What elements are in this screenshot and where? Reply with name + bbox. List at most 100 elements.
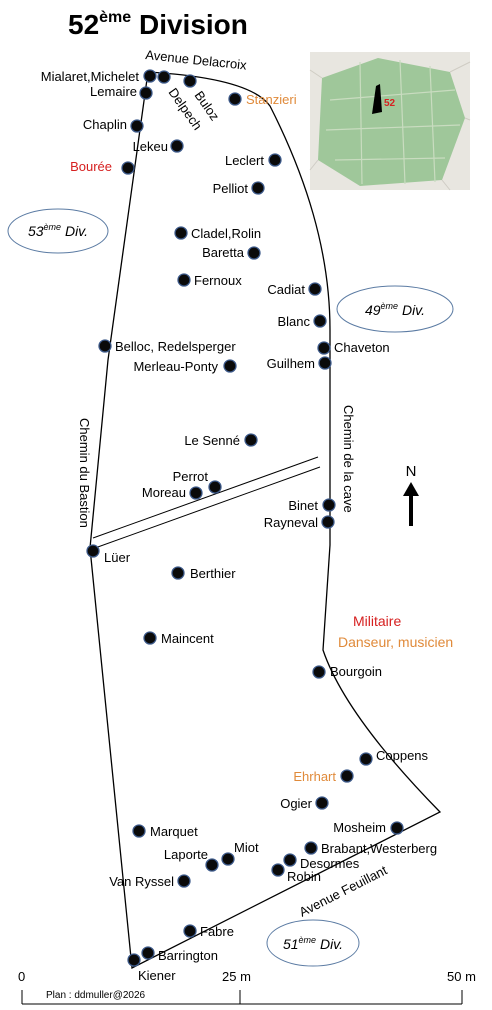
grave-label: Fernoux [194,273,242,288]
grave-label: Binet [288,498,318,513]
street-chemin-bastion: Chemin du Bastion [77,418,92,528]
grave-label: Merleau-Ponty [133,359,218,374]
grave-marker [359,752,373,766]
compass-label: N [406,463,417,480]
grave-label: Desormes [300,856,360,871]
grave-label: Laporte [164,847,208,862]
map-title: 52ème Division [68,9,248,40]
grave-label: Brabant,Westerberg [321,841,437,856]
compass: N [403,463,419,526]
street-avenue-delacroix: Avenue Delacroix [145,47,248,73]
grave-label: Chaveton [334,340,390,355]
svg-text:51ème Div.: 51ème Div. [283,935,343,952]
grave-marker [183,74,197,88]
neighbor-div-49: 49ème Div. [336,285,454,333]
grave-marker [304,841,318,855]
grave-marker [268,153,282,167]
grave-label: Berthier [190,566,236,581]
grave-label: Perrot [173,469,209,484]
grave-marker [143,69,157,83]
grave-label: Stanzieri [246,92,297,107]
grave-label: Ehrhart [293,769,336,784]
grave-label: Lemaire [90,84,137,99]
grave-marker [208,480,222,494]
grave-marker [322,498,336,512]
grave-marker [183,924,197,938]
grave-marker [170,139,184,153]
grave-label: Fabre [200,924,234,939]
grave-label: Bourgoin [330,664,382,679]
grave-marker [223,359,237,373]
grave-label: Coppens [376,748,429,763]
grave-marker [205,858,219,872]
grave-label: Belloc, Redelsperger [115,339,236,354]
scale-label-mid: 25 m [222,969,251,984]
grave-marker [189,486,203,500]
north-arrow-icon [403,482,419,496]
neighbor-div-51: 51ème Div. [266,919,360,967]
grave-label: Chaplin [83,117,127,132]
grave-markers [86,69,404,967]
grave-marker [132,824,146,838]
grave-marker [308,282,322,296]
grave-marker [228,92,242,106]
street-chemin-cave: Chemin de la cave [341,405,356,513]
grave-marker [271,863,285,877]
grave-label: Bourée [70,159,112,174]
legend-artist: Danseur, musicien [338,634,453,650]
grave-label: Leclert [225,153,264,168]
division-boundary [89,71,442,970]
grave-label: Kiener [138,968,176,983]
grave-label: Mosheim [333,820,386,835]
grave-label: Baretta [202,245,245,260]
grave-label: Maincent [161,631,214,646]
grave-marker [130,119,144,133]
scale-bar: 0 25 m 50 m Plan : ddmuller@2026 [18,969,476,1005]
grave-marker [177,273,191,287]
grave-label: Marquet [150,824,198,839]
grave-marker [86,544,100,558]
grave-labels: Mialaret,Michelet Lemaire Buloz Delpech … [41,69,437,983]
grave-marker [315,796,329,810]
grave-marker [283,853,297,867]
legend-military: Militaire [353,613,401,629]
grave-label: Lüer [104,550,131,565]
scale-label-zero: 0 [18,969,25,984]
grave-marker [317,341,331,355]
svg-text:53ème Div.: 53ème Div. [28,222,88,239]
grave-marker [313,314,327,328]
grave-marker [139,86,153,100]
grave-marker [340,769,354,783]
grave-label: Robin [287,869,321,884]
grave-label: Van Ryssel [109,874,174,889]
neighbor-div-53: 53ème Div. [7,208,109,254]
inset-label: 52 [384,98,396,109]
grave-label: Ogier [280,796,312,811]
grave-label: Moreau [142,485,186,500]
location-inset-map: 52 [309,52,471,191]
grave-label: Mialaret,Michelet [41,69,140,84]
cross-path [92,456,321,549]
grave-label: Guilhem [267,356,315,371]
grave-label: Le Senné [184,433,240,448]
grave-marker [171,566,185,580]
grave-marker [121,161,135,175]
grave-marker [390,821,404,835]
grave-marker [157,70,171,84]
grave-label: Cadiat [267,282,305,297]
grave-label: Rayneval [264,515,318,530]
grave-marker [174,226,188,240]
grave-marker [244,433,258,447]
grave-marker [98,339,112,353]
grave-marker [318,356,332,370]
scale-label-end: 50 m [447,969,476,984]
grave-marker [247,246,261,260]
svg-text:49ème Div.: 49ème Div. [365,301,425,318]
grave-label: Blanc [277,314,310,329]
grave-marker [251,181,265,195]
grave-marker [141,946,155,960]
grave-marker [321,515,335,529]
grave-marker [127,953,141,967]
grave-marker [312,665,326,679]
